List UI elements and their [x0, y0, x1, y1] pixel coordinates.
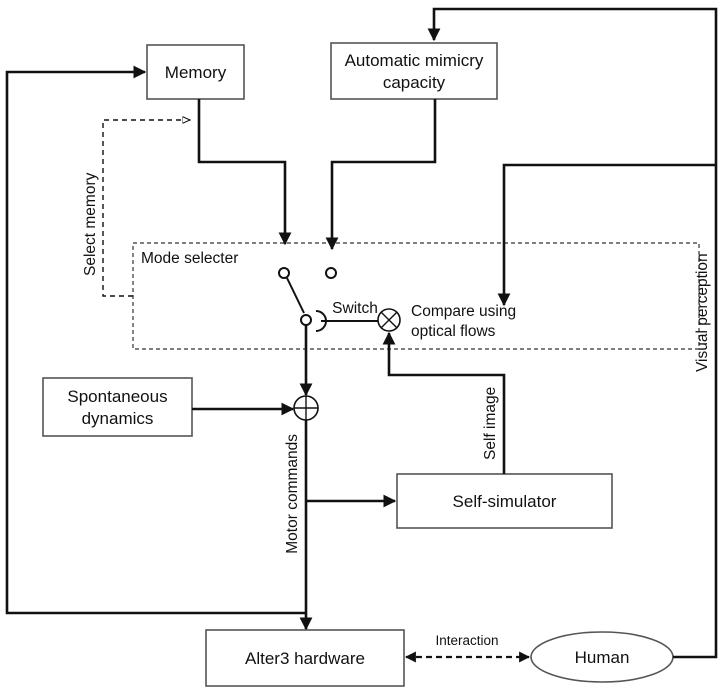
feedback-to-memory-arrow: [5, 65, 306, 615]
switch-contact-memory: [278, 267, 290, 279]
mimicry-to-switch-arrow: [325, 99, 437, 251]
self-image-label: Self image: [482, 387, 499, 460]
spontaneous-dynamics-box: [42, 377, 193, 437]
alter3-hardware-label: Alter3 hardware: [245, 649, 365, 668]
spontaneous-label-1: Spontaneous: [67, 387, 167, 406]
memory-label: Memory: [165, 63, 227, 82]
self-simulator-box: [396, 473, 613, 529]
mimicry-label-2: capacity: [383, 73, 446, 92]
compare-label-2: optical flows: [411, 323, 496, 340]
motor-commands-label: Motor commands: [284, 434, 301, 554]
comparator-cross-2: [380, 311, 398, 329]
self-simulator-label: Self-simulator: [453, 492, 557, 511]
switch-contact-mimicry: [325, 267, 337, 279]
mimicry-label-1: Automatic mimicry: [345, 51, 484, 70]
memory-to-switch-arrow: [197, 99, 292, 246]
visual-perception-label: Visual perception: [694, 253, 711, 372]
visual-perception-to-comparator-arrow: [497, 163, 716, 307]
self-image-arrow: [382, 331, 506, 474]
spontaneous-label-2: dynamics: [82, 409, 154, 428]
switch-pivot: [300, 314, 312, 326]
mimicry-box: [330, 42, 498, 100]
compare-label-1: Compare using: [411, 303, 516, 320]
switch-blade: [286, 277, 305, 314]
select-memory-label: Select memory: [82, 172, 99, 276]
mode-selecter-label: Mode selecter: [141, 250, 238, 267]
select-memory-arrow: [102, 120, 190, 297]
alter3-hardware-box: [205, 629, 405, 687]
memory-box: [146, 44, 245, 100]
interaction-label: Interaction: [435, 633, 498, 648]
switch-label: Switch: [332, 300, 378, 317]
visual-perception-to-mimicry-arrow: [427, 7, 718, 659]
human-label: Human: [575, 648, 630, 667]
